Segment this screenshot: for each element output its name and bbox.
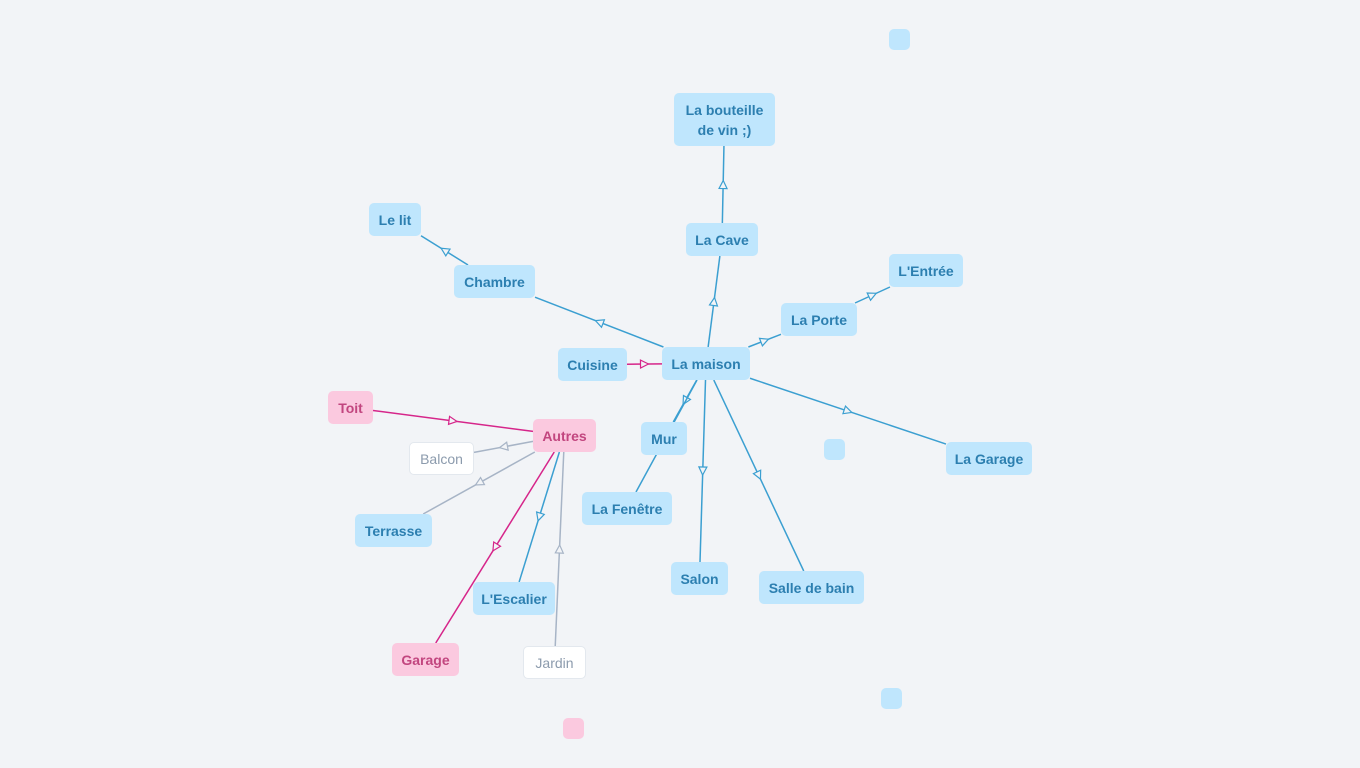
node-l-entree[interactable]: L'Entrée: [889, 254, 963, 287]
node-la-porte[interactable]: La Porte: [781, 303, 857, 336]
node-jardin[interactable]: Jardin: [523, 646, 586, 679]
edge-arrow-icon: [439, 247, 452, 258]
node-salle-de-bain[interactable]: Salle de bain: [759, 571, 864, 604]
node-toit[interactable]: Toit: [328, 391, 373, 424]
node-empty[interactable]: [881, 688, 902, 709]
node-salon[interactable]: Salon: [671, 562, 728, 595]
edge-arrow-icon: [474, 476, 486, 486]
edge-arrow-icon: [639, 359, 650, 370]
edge-arrow-icon: [752, 469, 762, 481]
edge-arrow-icon: [842, 404, 854, 415]
node-cuisine[interactable]: Cuisine: [558, 348, 627, 381]
edge-arrow-icon: [866, 292, 878, 302]
node-balcon[interactable]: Balcon: [409, 442, 474, 475]
edge-arrow-icon: [708, 296, 719, 307]
node-empty[interactable]: [889, 29, 910, 50]
node-chambre[interactable]: Chambre: [454, 265, 535, 298]
node-la-fenetre[interactable]: La Fenêtre: [582, 492, 672, 525]
node-empty[interactable]: [563, 718, 584, 739]
node-autres[interactable]: Autres: [533, 419, 596, 452]
edge-arrow-icon: [447, 415, 459, 426]
node-terrasse[interactable]: Terrasse: [355, 514, 432, 547]
node-la-bouteille-de-vin[interactable]: La bouteille de vin ;): [674, 93, 775, 146]
node-la-cave[interactable]: La Cave: [686, 223, 758, 256]
edge-arrow-icon: [697, 466, 708, 477]
node-mur[interactable]: Mur: [641, 422, 687, 455]
edge-arrow-icon: [535, 511, 546, 523]
edge-arrow-icon: [718, 179, 729, 190]
node-empty[interactable]: [824, 439, 845, 460]
edge-arrow-icon: [594, 319, 606, 329]
node-l-escalier[interactable]: L'Escalier: [473, 582, 555, 615]
edge-arrow-icon: [498, 441, 509, 451]
edge-arrow-icon: [758, 337, 770, 347]
node-la-maison[interactable]: La maison: [662, 347, 750, 380]
node-le-lit[interactable]: Le lit: [369, 203, 421, 236]
node-garage[interactable]: Garage: [392, 643, 459, 676]
node-la-garage[interactable]: La Garage: [946, 442, 1032, 475]
edge-arrow-icon: [554, 543, 565, 554]
edge-arrow-icon: [492, 540, 502, 553]
